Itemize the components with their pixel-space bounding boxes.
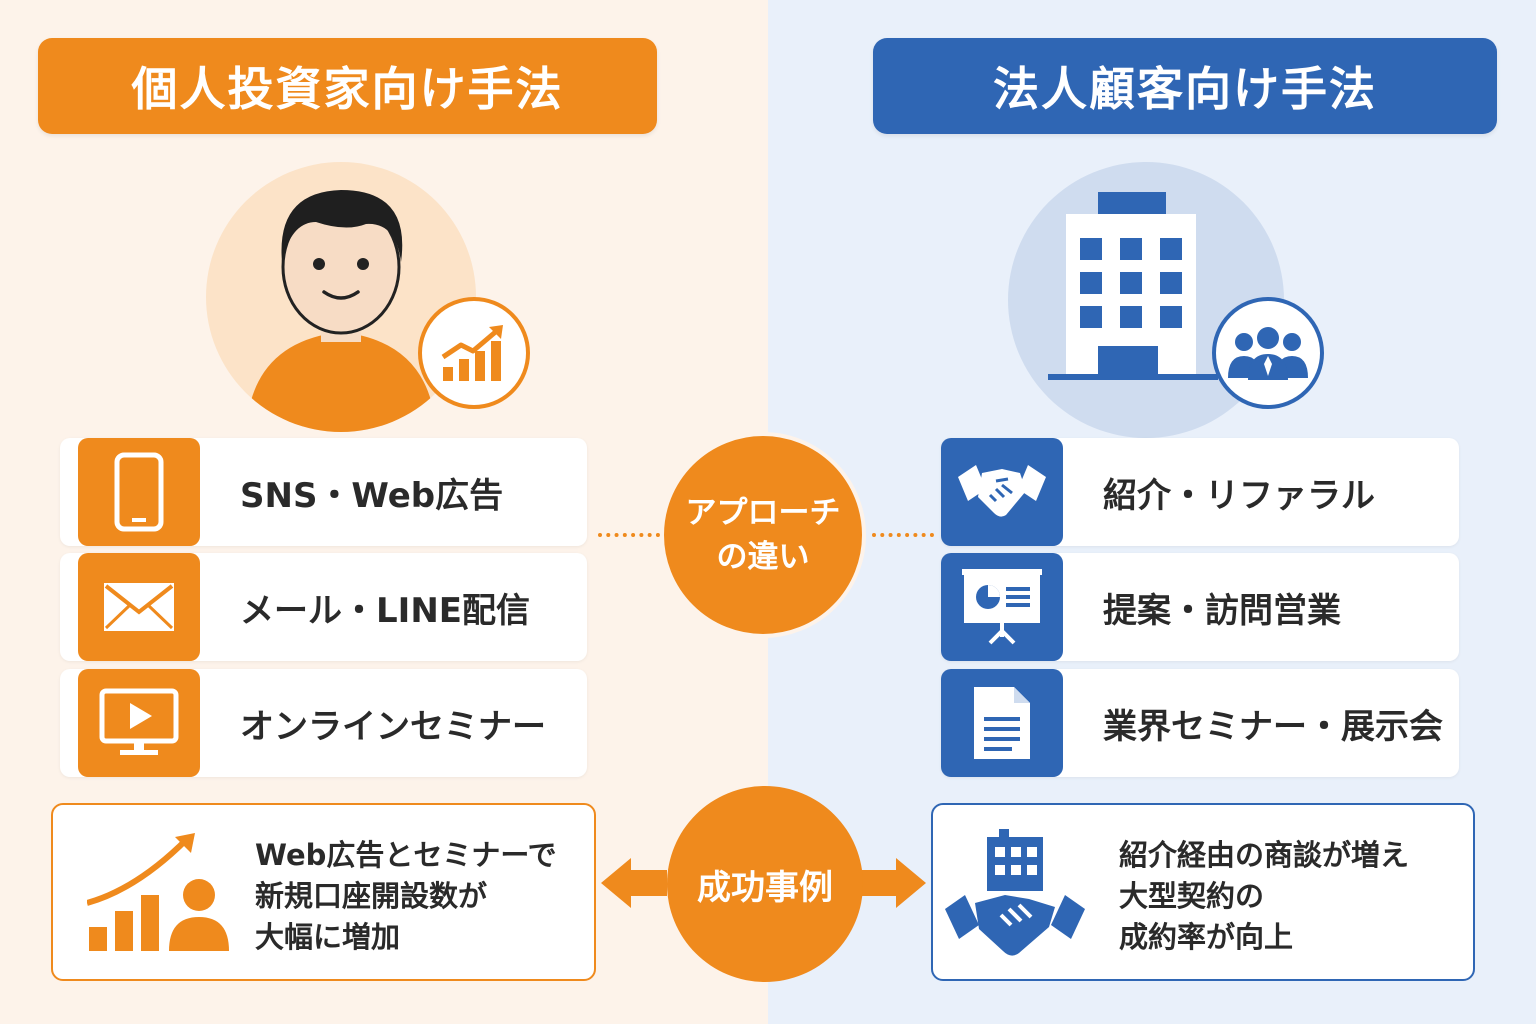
- dotted-connector-right: [872, 533, 934, 537]
- method-card-sns-web: SNS・Web広告: [60, 438, 587, 546]
- case-line: Web広告とセミナーで: [255, 838, 557, 872]
- corporate-success-case: 紹介経由の商談が増え 大型契約の 成約率が向上: [931, 803, 1475, 981]
- method-label: 提案・訪問営業: [1103, 590, 1341, 631]
- person-icon: [246, 190, 436, 432]
- arrow-left-icon: [601, 858, 667, 908]
- office-building-icon: [1048, 192, 1218, 380]
- case-line: 新規口座開設数が: [255, 879, 488, 913]
- rising-chart-icon: [441, 325, 503, 381]
- method-card-referral: 紹介・リファラル: [941, 438, 1459, 546]
- individual-success-case: Web広告とセミナーで 新規口座開設数が 大幅に増加: [51, 803, 596, 981]
- dotted-connector-left: [598, 533, 660, 537]
- icon-box: [78, 669, 200, 777]
- icon-box: [78, 553, 200, 661]
- method-label: メール・LINE配信: [240, 590, 530, 631]
- case-line: 成約率が向上: [1119, 920, 1294, 954]
- method-label: 紹介・リファラル: [1103, 475, 1375, 516]
- smartphone-icon: [114, 452, 164, 532]
- case-line: 紹介経由の商談が増え: [1119, 838, 1410, 872]
- approach-difference-circle: アプローチ の違い: [660, 432, 866, 638]
- handshake-icon: [958, 465, 1046, 517]
- monitor-play-icon: [99, 688, 179, 755]
- method-card-industry-seminar: 業界セミナー・展示会: [941, 669, 1459, 777]
- individual-case-text: Web広告とセミナーで 新規口座開設数が 大幅に増加: [255, 835, 557, 958]
- approach-line-2: の違い: [716, 539, 810, 575]
- growth-chart-person-icon: [87, 833, 229, 951]
- growth-badge: [418, 297, 530, 409]
- individual-investor-header: 個人投資家向け手法: [38, 38, 657, 134]
- envelope-icon: [104, 583, 174, 631]
- method-card-online-seminar: オンラインセミナー: [60, 669, 587, 777]
- corporate-case-text: 紹介経由の商談が増え 大型契約の 成約率が向上: [1119, 835, 1409, 958]
- presentation-board-icon: [962, 569, 1042, 645]
- group-people-icon: [1228, 327, 1308, 380]
- document-icon: [974, 687, 1030, 759]
- method-card-proposal-visit: 提案・訪問営業: [941, 553, 1459, 661]
- building-handshake-icon: [945, 829, 1085, 956]
- approach-line-1: アプローチ: [685, 495, 841, 531]
- method-label: 業界セミナー・展示会: [1103, 706, 1443, 747]
- method-card-mail-line: メール・LINE配信: [60, 553, 587, 661]
- icon-box: [941, 669, 1063, 777]
- icon-box: [941, 553, 1063, 661]
- method-label: オンラインセミナー: [240, 706, 546, 747]
- icon-box: [78, 438, 200, 546]
- success-case-circle: 成功事例: [667, 786, 863, 982]
- corporate-client-header: 法人顧客向け手法: [873, 38, 1497, 134]
- team-badge: [1212, 297, 1324, 409]
- arrow-right-icon: [860, 858, 926, 908]
- icon-box: [941, 438, 1063, 546]
- method-label: SNS・Web広告: [240, 475, 504, 516]
- case-line: 大幅に増加: [255, 920, 401, 954]
- case-line: 大型契約の: [1119, 879, 1265, 913]
